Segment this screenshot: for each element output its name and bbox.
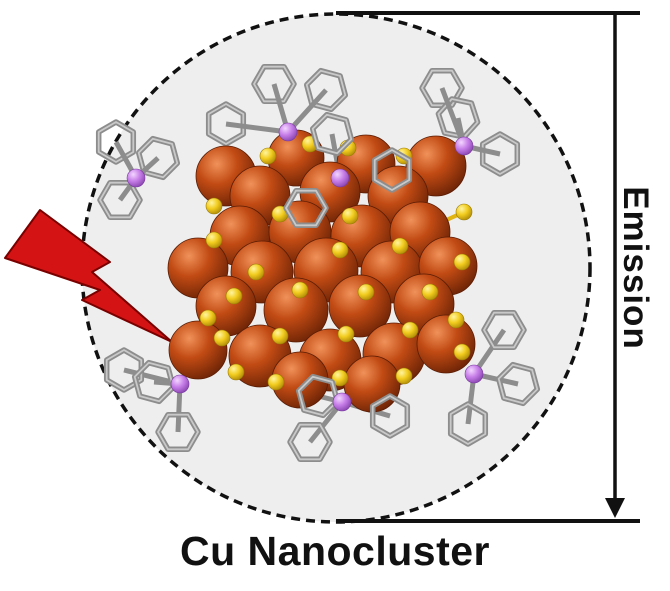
- phosphorus-atoms: [126, 122, 484, 412]
- phenyl-ring-highlight: [481, 133, 519, 175]
- sulfur-atom: [205, 231, 223, 249]
- sulfur-atom: [455, 203, 473, 221]
- sulfur-atom: [227, 363, 245, 381]
- sulfur-atom: [267, 373, 285, 391]
- sulfur-atom: [331, 241, 349, 259]
- phosphorus-atom: [126, 168, 146, 188]
- phenyl-ring-highlight: [449, 403, 487, 445]
- phenyl-ring-highlight: [305, 69, 347, 111]
- sulfur-atom: [453, 343, 471, 361]
- emission-arrowhead: [605, 498, 625, 518]
- sulfur-atom: [199, 309, 217, 327]
- copper-atom: [328, 274, 392, 338]
- phenyl-ring-highlight: [483, 311, 525, 349]
- sulfur-atom: [331, 369, 349, 387]
- sulfur-atom: [447, 311, 465, 329]
- phosphorus-atom: [278, 122, 298, 142]
- sulfur-atom: [205, 197, 223, 215]
- phenyl-ring-highlight: [311, 113, 353, 155]
- phenyl-ring-highlight: [253, 65, 295, 103]
- sulfur-atom: [259, 147, 277, 165]
- phenyl-ring-highlight: [371, 395, 409, 437]
- p-c-bond: [225, 121, 289, 135]
- sulfur-atom: [357, 283, 375, 301]
- sulfur-atom: [341, 207, 359, 225]
- sulfur-atom: [247, 263, 265, 281]
- sulfur-atom: [401, 321, 419, 339]
- phosphorus-atom: [332, 392, 352, 412]
- sulfur-atom: [271, 327, 289, 345]
- phenyl-ring-highlight: [105, 349, 143, 391]
- phenyl-rings-front: [103, 111, 541, 463]
- phenyl-ring-highlight: [207, 103, 245, 145]
- phenyl-ring-highlight: [373, 149, 411, 191]
- copper-atom: [168, 320, 228, 380]
- sulfur-atom: [337, 325, 355, 343]
- lightning-bolt-icon: [4, 209, 173, 343]
- phosphorus-atom: [170, 374, 190, 394]
- copper-atom: [416, 314, 476, 374]
- sulfur-atom: [395, 367, 413, 385]
- phosphorus-atom: [464, 364, 484, 384]
- phosphorus-atom: [454, 136, 474, 156]
- emission-bracket: [336, 11, 640, 523]
- phenyl-ring-highlight: [97, 121, 135, 163]
- phenyl-ring-highlight: [497, 363, 539, 405]
- p-c-bond: [286, 88, 328, 134]
- sulfur-atom: [453, 253, 471, 271]
- phenyl-ring-highlight: [157, 413, 199, 451]
- sulfur-atom: [225, 287, 243, 305]
- sulfur-atom: [213, 329, 231, 347]
- phenyl-ring-highlight: [133, 361, 175, 403]
- phenyl-ring-highlight: [297, 375, 339, 417]
- phenyl-ring-highlight: [421, 69, 463, 107]
- phenyl-ring-highlight: [285, 189, 327, 227]
- sulfur-atom: [291, 281, 309, 299]
- phenyl-ring-highlight: [289, 423, 331, 461]
- sulfur-atom: [391, 237, 409, 255]
- phosphorus-atom: [330, 168, 350, 188]
- caption-cu-nanocluster: Cu Nanocluster: [180, 528, 490, 574]
- phenyl-ring-highlight: [137, 137, 179, 179]
- copper-atom: [263, 277, 329, 343]
- emission-label: Emission: [616, 186, 655, 350]
- sulfur-atom: [421, 283, 439, 301]
